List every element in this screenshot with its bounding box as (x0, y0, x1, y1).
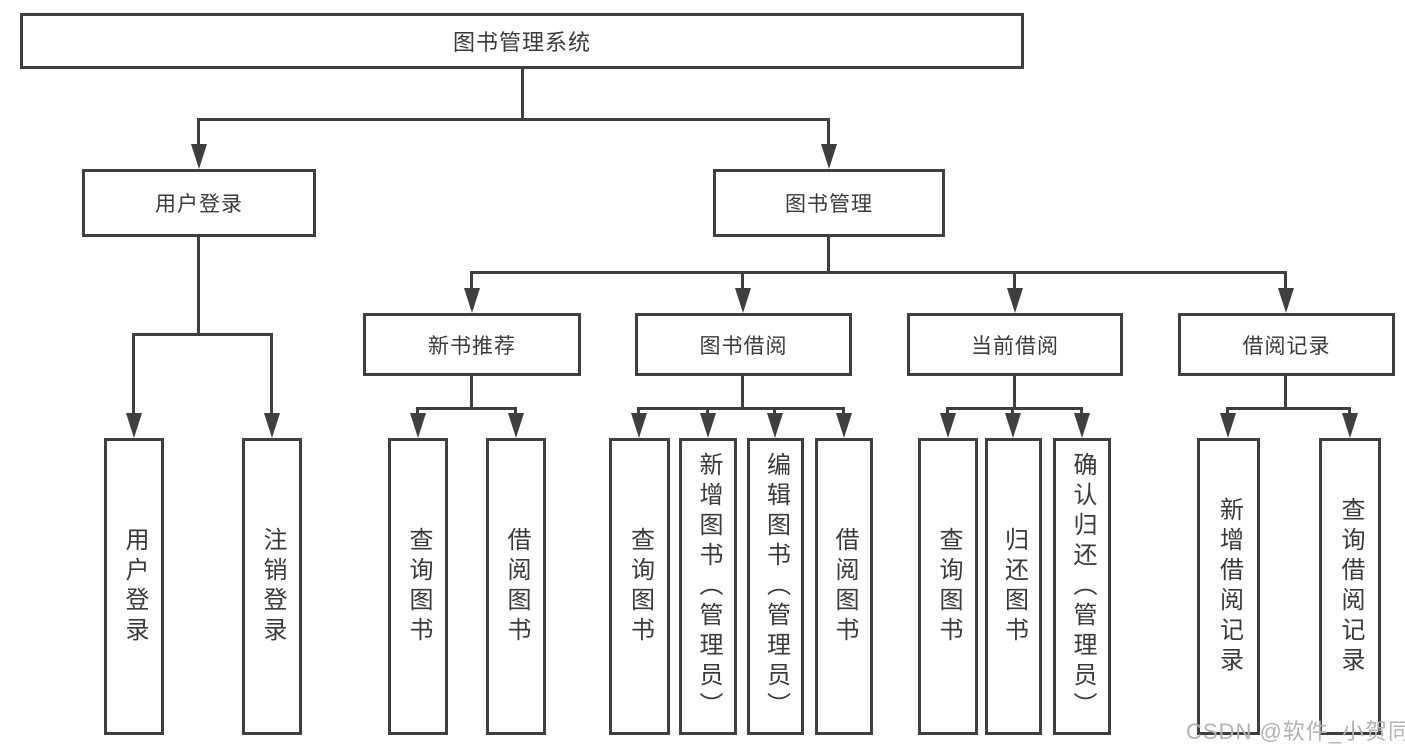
connector-bookborrow-drop-4 (842, 407, 845, 416)
connector-currentborrow-drop-1 (946, 407, 949, 416)
connector-bookborrow-drop-3 (773, 407, 776, 416)
connector-bookmgmt-bar (472, 271, 1286, 274)
arrowhead-leaf-logout (264, 413, 280, 438)
arrowhead-borrow-records (1278, 288, 1294, 313)
arrowhead-bookborrow-edit (767, 413, 783, 438)
arrowhead-currentborrow-query (940, 413, 956, 438)
connector-root-stem (521, 69, 524, 121)
connector-bookmgmt-drop-4 (1284, 271, 1287, 292)
connector-userlogin-bar (134, 333, 272, 336)
box-leaf-borrow-query: 查询图书 (609, 438, 670, 735)
arrowhead-bookborrow-query (631, 413, 647, 438)
arrowhead-leaf-user-login (126, 413, 142, 438)
connector-newbooks-bar (418, 407, 516, 410)
connector-currentborrow-drop-3 (1080, 407, 1083, 416)
connector-records-bar (1228, 407, 1350, 410)
connector-newbooks-stem (470, 376, 473, 410)
arrowhead-currentborrow-confirm (1074, 413, 1090, 438)
arrowhead-records-add (1220, 413, 1236, 438)
box-new-book-recommend: 新书推荐 (363, 313, 581, 376)
arrowhead-bookborrow-add (700, 413, 716, 438)
box-system-root: 图书管理系统 (20, 13, 1024, 69)
connector-root-drop-left (197, 118, 200, 146)
box-current-borrow: 当前借阅 (907, 313, 1123, 376)
box-leaf-current-confirm-admin: 确认归还（管理员） (1053, 438, 1111, 735)
arrowhead-currentborrow-return (1005, 413, 1021, 438)
box-leaf-records-add: 新增借阅记录 (1197, 438, 1260, 735)
box-book-management: 图书管理 (713, 169, 945, 237)
arrowhead-current-borrow (1007, 288, 1023, 313)
connector-bookborrow-stem (741, 376, 744, 410)
connector-userlogin-drop-2 (270, 333, 273, 415)
connector-bookmgmt-drop-2 (741, 271, 744, 292)
box-borrow-records: 借阅记录 (1178, 313, 1395, 376)
box-user-login: 用户登录 (82, 169, 316, 237)
connector-currentborrow-bar (948, 407, 1082, 410)
connector-newbooks-drop-1 (416, 407, 419, 416)
arrowhead-new-book-recommend (464, 288, 480, 313)
box-leaf-current-return: 归还图书 (985, 438, 1042, 735)
connector-userlogin-stem (197, 237, 200, 336)
connector-newbooks-drop-2 (514, 407, 517, 416)
connector-bookborrow-drop-1 (637, 407, 640, 416)
connector-root-drop-right (827, 118, 830, 146)
arrowhead-book-borrow (735, 288, 751, 313)
connector-records-drop-1 (1226, 407, 1229, 416)
arrowhead-newbooks-query (410, 413, 426, 438)
connector-userlogin-drop-1 (132, 333, 135, 415)
box-leaf-records-query: 查询借阅记录 (1319, 438, 1381, 735)
arrowhead-records-query (1342, 413, 1358, 438)
arrowhead-book-management (821, 144, 837, 169)
connector-bookmgmt-stem (827, 237, 830, 274)
connector-currentborrow-drop-2 (1011, 407, 1014, 416)
connector-bookborrow-bar (639, 407, 844, 410)
arrowhead-newbooks-borrow (508, 413, 524, 438)
arrowhead-bookborrow-borrow (836, 413, 852, 438)
arrowhead-user-login (191, 144, 207, 169)
connector-records-drop-2 (1348, 407, 1351, 416)
box-book-borrow: 图书借阅 (635, 313, 852, 376)
connector-bookmgmt-drop-3 (1013, 271, 1016, 292)
connector-records-stem (1284, 376, 1287, 410)
box-leaf-newbooks-query: 查询图书 (388, 438, 448, 735)
connector-bookmgmt-drop-1 (470, 271, 473, 292)
connector-bookborrow-drop-2 (706, 407, 709, 416)
box-leaf-borrow-edit-admin: 编辑图书（管理员） (747, 438, 804, 735)
box-leaf-borrow-add-admin: 新增图书（管理员） (679, 438, 737, 735)
connector-root-bar (199, 118, 829, 121)
box-leaf-borrow-borrow: 借阅图书 (815, 438, 873, 735)
box-leaf-newbooks-borrow: 借阅图书 (486, 438, 546, 735)
box-leaf-logout: 注销登录 (242, 438, 302, 735)
box-leaf-current-query: 查询图书 (918, 438, 978, 735)
box-leaf-user-login: 用户登录 (104, 438, 164, 735)
csdn-watermark: CSDN @软件_小贺同学 (1186, 719, 1405, 744)
connector-currentborrow-stem (1013, 376, 1016, 410)
